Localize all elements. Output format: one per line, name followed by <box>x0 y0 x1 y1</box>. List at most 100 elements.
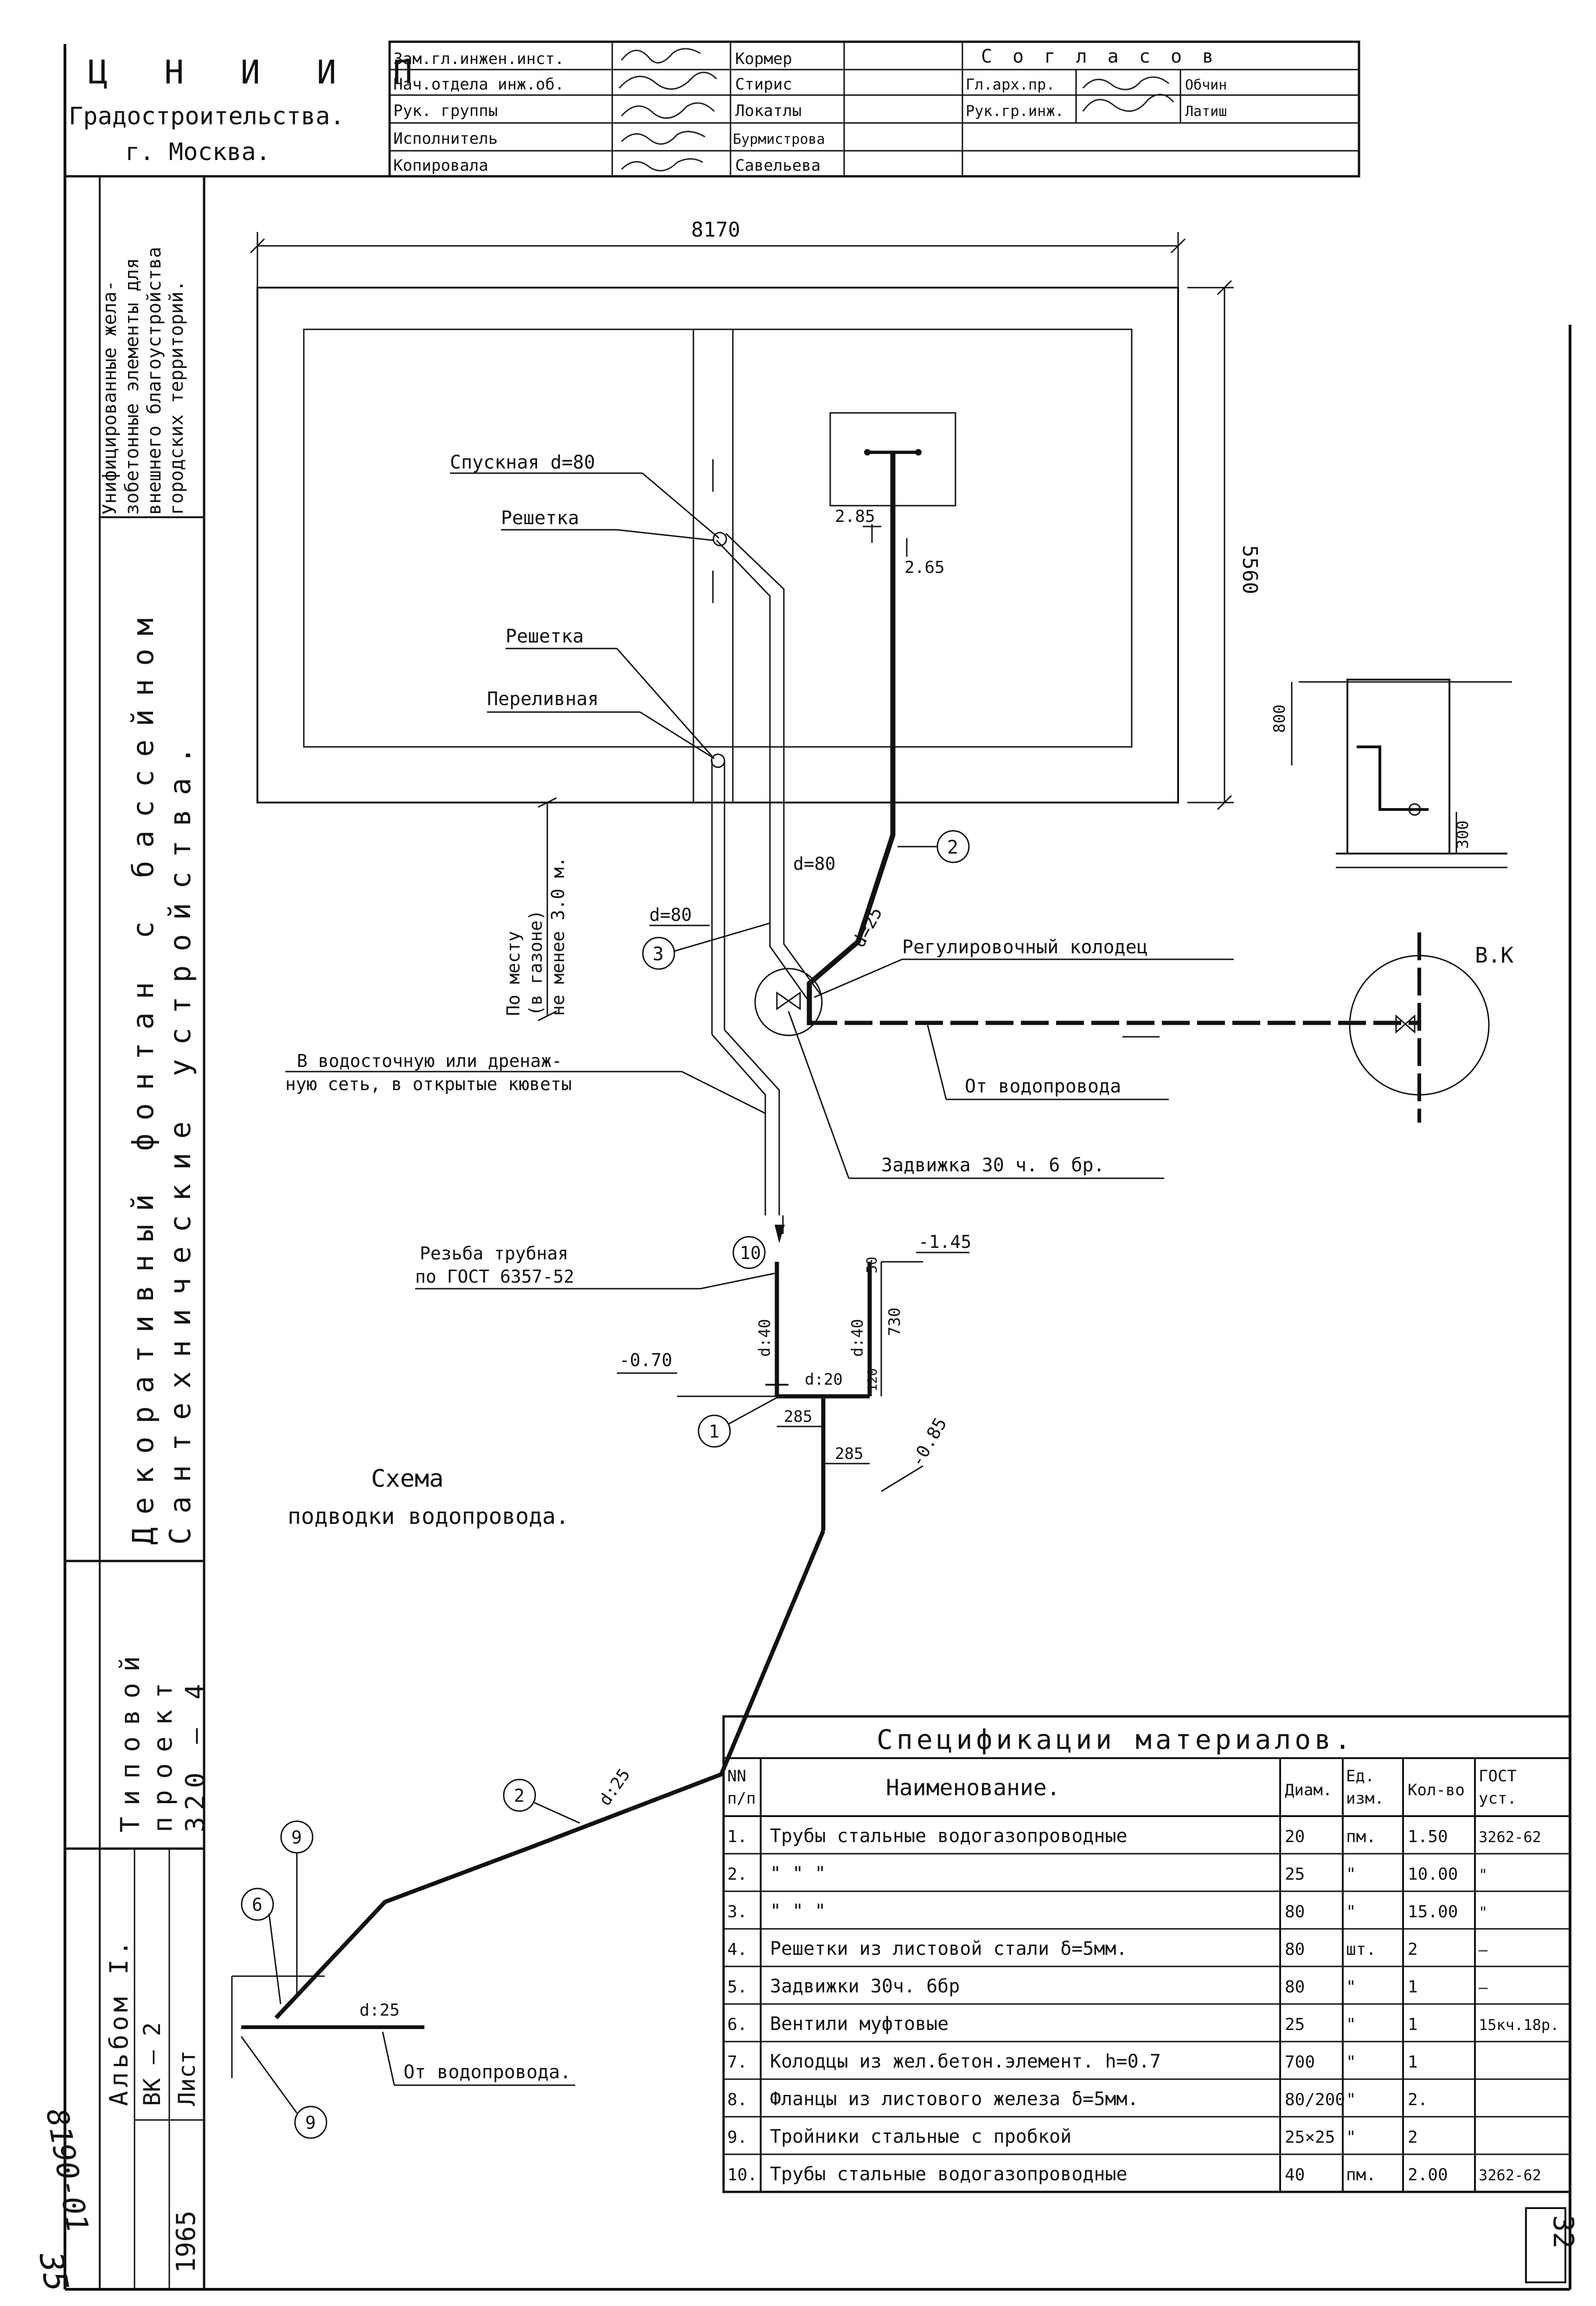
series-line-3: внешнего благоустройства <box>144 247 165 515</box>
spec-cell-r10-c3: пм. <box>1346 2165 1376 2184</box>
approve-name-1: Обчин <box>1185 77 1227 93</box>
overflow-label: Переливная <box>487 688 599 710</box>
spec-cell-r3-c5: " <box>1479 1903 1487 1921</box>
spec-cell-r6-c2: 25 <box>1285 2015 1305 2034</box>
scheme-callout-9-top: 9 <box>291 1827 302 1848</box>
spec-cell-r5-c1: Задвижки 30ч. 6бр <box>770 1976 960 1997</box>
spec-cell-r7-c2: 700 <box>1285 2053 1315 2072</box>
scheme-title-1: Схема <box>371 1465 444 1493</box>
section-dim-800: 800 <box>1270 705 1289 733</box>
grate-label-2: Решетка <box>506 626 584 647</box>
dim-730: 730 <box>885 1308 904 1336</box>
scheme-callout-10: 10 <box>740 1243 761 1263</box>
spec-cell-r4-c5: — <box>1479 1941 1488 1959</box>
spec-cell-r6-c4: 1 <box>1408 2015 1418 2034</box>
spec-cell-r6-c5: 15кч.18р. <box>1479 2016 1559 2034</box>
series-line-4: городских территорий. <box>166 280 187 515</box>
sewer-note-2: ную сеть, в открытые кюветы <box>285 1074 572 1094</box>
regulating-well <box>754 968 823 1036</box>
spec-cell-r10-c5: 3262-62 <box>1479 2166 1541 2184</box>
spec-cell-r4-c4: 2 <box>1408 1940 1418 1959</box>
spec-cell-r1-c1: Трубы стальные водогазопроводные <box>770 1825 1128 1847</box>
dim-height: 5560 <box>1238 545 1262 594</box>
spec-cell-r8-c1: Фланцы из листового железа δ=5мм. <box>770 2088 1139 2110</box>
pipe-d80-b: d=80 <box>793 854 836 874</box>
spec-header-2: Диам. <box>1285 1781 1332 1799</box>
well-label: Регулировочный колодец <box>902 937 1148 958</box>
dim-285a: 285 <box>784 1407 812 1426</box>
approve-name-2: Латиш <box>1185 103 1227 120</box>
pipe-d80-a: d=80 <box>649 905 692 925</box>
scheme-callout-2: 2 <box>514 1786 525 1806</box>
spec-cell-r8-c4: 2. <box>1408 2090 1428 2109</box>
supply-pipe-iso <box>274 1530 826 2020</box>
spec-cell-r2-c1: " " " <box>770 1863 826 1884</box>
scheme-callout-9-bottom: 9 <box>305 2113 316 2133</box>
d25-a: d:25 <box>596 1766 634 1810</box>
title-stamp: Зам.гл.инжен.инст. Нач.отдела инж.об. Ру… <box>388 40 1360 178</box>
sewer-note-1: В водосточную или дренаж- <box>297 1051 562 1071</box>
grate-label-1: Решетка <box>501 507 579 529</box>
dim-285: 2.85 <box>835 507 875 526</box>
spec-cell-r2-c4: 10.00 <box>1408 1865 1458 1884</box>
spec-cell-r10-c1: Трубы стальные водогазопроводные <box>770 2164 1128 2185</box>
spec-cell-r4-c0: 4. <box>727 1940 747 1959</box>
spec-cell-r5-c5: — <box>1479 1978 1488 1996</box>
supply-pipe <box>807 452 896 1016</box>
project-line-2: проект <box>148 1672 178 1832</box>
stamp-name-3: Локатлы <box>735 102 801 120</box>
scheme-callout-1: 1 <box>709 1421 719 1442</box>
spec-cell-r8-c3: " <box>1346 2090 1356 2109</box>
spec-header-1: Наименование. <box>886 1775 1060 1801</box>
drawing-title-2: Сантехнические устройства. <box>163 732 197 1545</box>
overflow-grate <box>711 753 725 768</box>
drawing-title-1: Декоративный фонтан с бассейном <box>126 605 160 1545</box>
plan-callout-2: 2 <box>947 837 958 858</box>
album-label: Альбом I. <box>104 1937 134 2106</box>
frame <box>64 44 1571 2291</box>
dim-width: 8170 <box>691 218 740 242</box>
level-145: -1.45 <box>918 1232 971 1252</box>
spec-cell-r4-c2: 80 <box>1285 1940 1305 1959</box>
spec-cell-r10-c0: 10. <box>727 2165 757 2184</box>
spec-cell-r10-c4: 2.00 <box>1408 2165 1448 2184</box>
stamp-role-4: Исполнитель <box>393 129 498 148</box>
dim-50: 50 <box>864 1257 880 1273</box>
spec-cell-r3-c0: 3. <box>727 1902 747 1921</box>
spec-cell-r9-c0: 9. <box>727 2128 747 2147</box>
d25-b: d:25 <box>359 2001 400 2020</box>
spec-cell-r2-c5: " <box>1479 1866 1487 1883</box>
spec-cell-r10-c2: 40 <box>1285 2165 1305 2184</box>
approve-role-2: Рук.гр.инж. <box>966 102 1064 120</box>
project-line-1: Типовой <box>115 1645 146 1832</box>
plan-callout-3: 3 <box>653 944 664 965</box>
vk-label: В.К <box>1475 943 1513 968</box>
d40-b: d:40 <box>848 1319 867 1357</box>
drain-label: Спускная d=80 <box>450 452 595 473</box>
pool-outer <box>256 287 1179 803</box>
spec-cell-r4-c1: Решетки из листовой стали δ=5мм. <box>770 1938 1128 1959</box>
project-line-3: 320 – 4 <box>180 1677 211 1832</box>
archive-code: 8190-01 <box>39 2106 95 2235</box>
sheet-code: ВК – 2 <box>139 2022 166 2106</box>
pipe-d25: d=25 <box>848 904 886 951</box>
spec-cell-r1-c4: 1.50 <box>1408 1827 1448 1846</box>
spec-cell-r1-c0: 1. <box>727 1827 747 1846</box>
spec-header-3-0: Ед. <box>1346 1767 1374 1786</box>
d40-a: d:40 <box>756 1319 774 1357</box>
spec-cell-r2-c3: " <box>1346 1865 1356 1884</box>
spec-cell-r7-c3: " <box>1346 2053 1356 2072</box>
spec-header-0-1: п/п <box>727 1789 756 1808</box>
spec-header-5-1: уст. <box>1479 1789 1517 1808</box>
dim-265: 2.65 <box>904 558 945 577</box>
series-line-2: зобетонные элементы для <box>122 258 143 515</box>
year: 1965 <box>171 2210 201 2273</box>
stamp-name-5: Савельева <box>735 156 820 175</box>
locally-note-2: (в газоне) <box>526 910 546 1016</box>
supply-scheme: Схема подводки водопровода. Резьба трубн… <box>231 1232 971 2139</box>
spec-cell-r6-c0: 6. <box>727 2015 747 2034</box>
approve-role-1: Гл.арх.пр. <box>966 76 1055 93</box>
thread-note-1: Резьба трубная <box>420 1243 568 1264</box>
